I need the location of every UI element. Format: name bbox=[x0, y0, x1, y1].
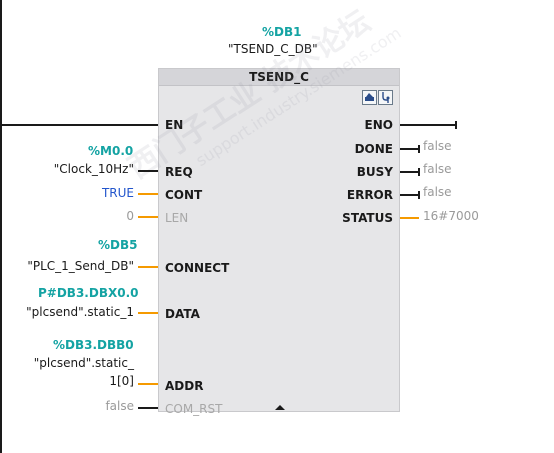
pin-com-rst: COM_RST bbox=[165, 402, 223, 416]
cont-value[interactable]: TRUE bbox=[101, 186, 134, 200]
busy-value[interactable]: false bbox=[423, 162, 452, 176]
len-value[interactable]: 0 bbox=[126, 209, 134, 223]
done-value[interactable]: false bbox=[423, 139, 452, 153]
instance-db-symbol[interactable]: "TSEND_C_DB" bbox=[228, 42, 318, 56]
pin-cont: CONT bbox=[165, 188, 203, 202]
error-value[interactable]: false bbox=[423, 185, 452, 199]
connect-address[interactable]: %DB5 bbox=[98, 238, 138, 252]
addr-symbol-line2[interactable]: 1[0] bbox=[109, 374, 134, 388]
eno-line-end bbox=[455, 121, 457, 129]
done-connection-line bbox=[400, 148, 420, 150]
en-connection-line bbox=[0, 124, 158, 126]
pin-busy: BUSY bbox=[356, 165, 393, 179]
diagnostics-icon[interactable] bbox=[378, 90, 393, 105]
block-title: TSEND_C bbox=[159, 69, 399, 86]
pin-error: ERROR bbox=[346, 188, 393, 202]
status-value[interactable]: 16#7000 bbox=[423, 209, 479, 223]
done-line-end bbox=[418, 145, 420, 153]
data-address[interactable]: P#DB3.DBX0.0 bbox=[38, 286, 139, 300]
instance-db-address[interactable]: %DB1 bbox=[262, 25, 302, 39]
req-address[interactable]: %M0.0 bbox=[88, 144, 134, 158]
cont-connection-line bbox=[138, 193, 158, 195]
req-connection-line bbox=[138, 170, 158, 172]
function-block-tsend-c[interactable]: TSEND_C EN REQ CONT LEN CONNECT DATA ADD… bbox=[158, 68, 400, 416]
pin-connect: CONNECT bbox=[165, 261, 230, 275]
error-connection-line bbox=[400, 194, 420, 196]
data-connection-line bbox=[138, 312, 158, 314]
pin-data: DATA bbox=[165, 307, 200, 321]
busy-line-end bbox=[418, 168, 420, 176]
config-icon[interactable] bbox=[362, 90, 377, 105]
addr-symbol-line1[interactable]: "plcsend".static_ bbox=[33, 356, 134, 370]
collapse-arrow-icon[interactable] bbox=[275, 405, 285, 410]
addr-address[interactable]: %DB3.DBB0 bbox=[53, 338, 134, 352]
addr-connection-line bbox=[138, 383, 158, 385]
pin-addr: ADDR bbox=[165, 379, 204, 393]
pin-req: REQ bbox=[165, 165, 193, 179]
power-rail bbox=[0, 0, 2, 453]
data-symbol[interactable]: "plcsend".static_1 bbox=[26, 305, 134, 319]
req-symbol[interactable]: "Clock_10Hz" bbox=[53, 162, 134, 176]
com-rst-connection-line bbox=[138, 407, 158, 409]
pin-en: EN bbox=[165, 118, 184, 132]
pin-done: DONE bbox=[354, 142, 393, 156]
error-line-end bbox=[418, 191, 420, 199]
len-connection-line bbox=[138, 216, 158, 218]
busy-connection-line bbox=[400, 171, 420, 173]
pin-eno: ENO bbox=[364, 118, 393, 132]
pin-status: STATUS bbox=[342, 211, 393, 225]
eno-connection-line bbox=[400, 124, 457, 126]
com-rst-value[interactable]: false bbox=[105, 399, 134, 413]
pin-len: LEN bbox=[165, 211, 189, 225]
status-connection-line bbox=[400, 217, 419, 219]
connect-symbol[interactable]: "PLC_1_Send_DB" bbox=[27, 259, 134, 273]
connect-connection-line bbox=[138, 266, 158, 268]
